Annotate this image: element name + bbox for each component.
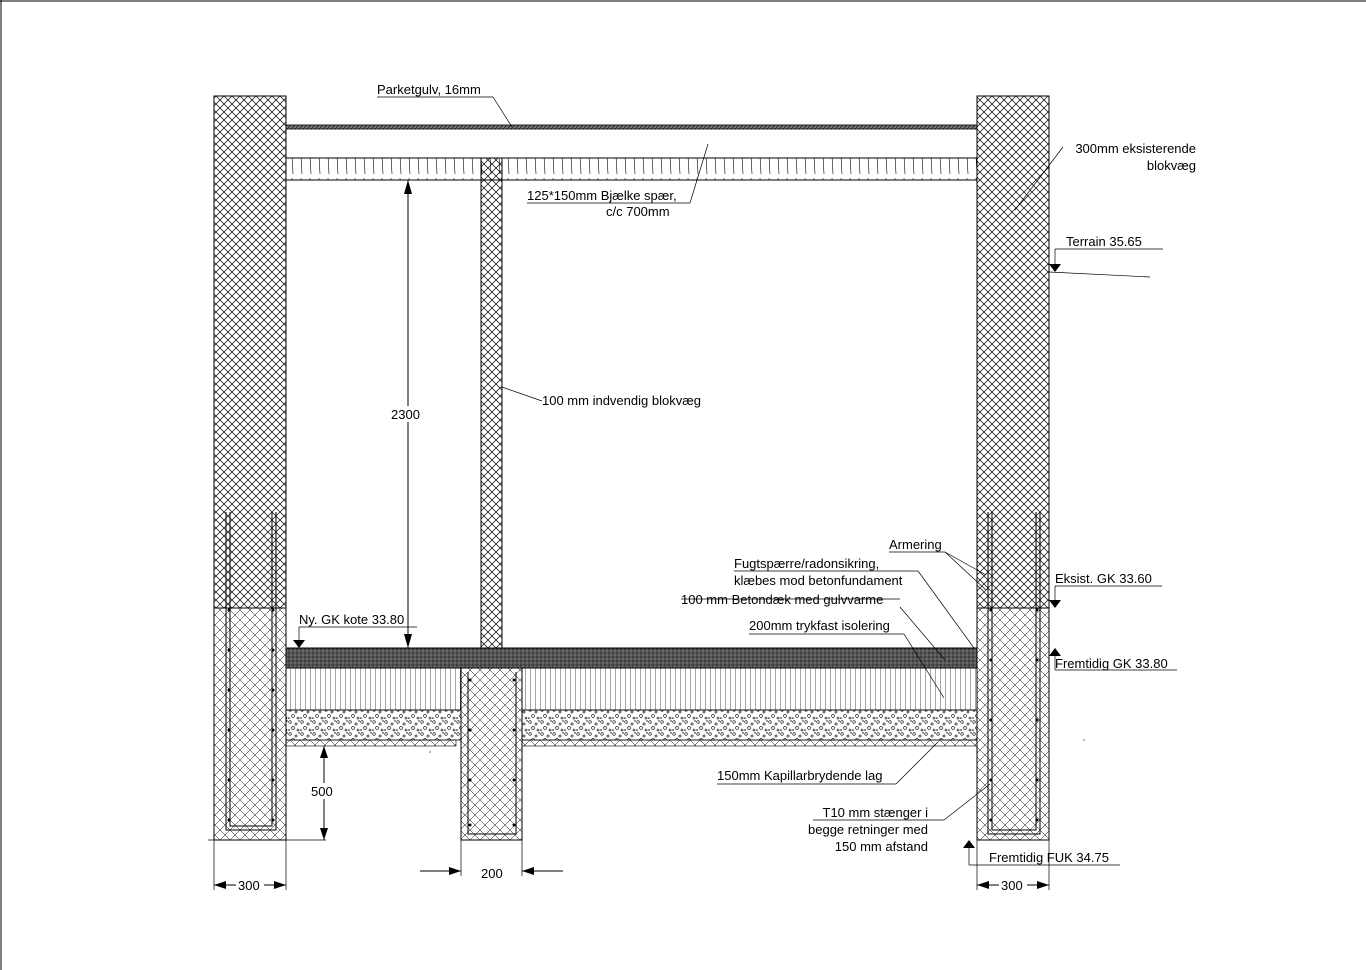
labels-kapillar: 150mm Kapillarbrydende lag: [717, 768, 882, 783]
inner-width-label: 200: [481, 866, 503, 881]
height-dimension-label: 2300: [391, 407, 420, 422]
moisture-barrier-annotation: Fugtspærre/radonsikring, klæbes mod beto…: [734, 556, 975, 649]
labels-betondaek: 100 mm Betondæk med gulvvarme: [681, 592, 883, 607]
depth-dimension-label: 500: [311, 784, 333, 799]
labels-eksist-gk: Eksist. GK 33.60: [1055, 571, 1152, 586]
labels-ny-gk: Ny. GK kote 33.80: [299, 612, 404, 627]
left-wall-dimension: 300: [213, 840, 287, 893]
labels-ext-wall-line2: blokvæg: [1147, 158, 1196, 173]
labels-isolering: 200mm trykfast isolering: [749, 618, 890, 633]
right-block-wall: [976, 95, 1050, 841]
labels-parket: Parketgulv, 16mm: [377, 82, 481, 97]
concrete-slab-annotation: 100 mm Betondæk med gulvvarme: [681, 592, 946, 661]
capillary-gravel-layer: [285, 709, 978, 747]
concrete-slab: [285, 647, 978, 669]
beam-annotation: 125*150mm Bjælke spær, c/c 700mm: [527, 143, 709, 219]
future-fuk-annotation: Fremtidig FUK 34.75: [963, 840, 1120, 866]
labels-stang-line3: 150 mm afstand: [835, 839, 928, 854]
insulation-annotation: 200mm trykfast isolering: [749, 618, 945, 699]
labels-beam-line2: c/c 700mm: [606, 204, 670, 219]
labels-stang-line2: begge retninger med: [808, 822, 928, 837]
right-wall-dim-label: 300: [1001, 878, 1023, 893]
depth-dimension: 500: [310, 746, 338, 840]
capillary-annotation: 150mm Kapillarbrydende lag: [717, 741, 939, 785]
labels-ext-wall-line1: 300mm eksisterende: [1075, 141, 1196, 156]
parquet-floor: [285, 124, 978, 130]
beam-layer: [285, 157, 978, 181]
labels-stang-line1: T10 mm stænger i: [823, 805, 929, 820]
labels-fremtidig-gk: Fremtidig GK 33.80: [1055, 656, 1168, 671]
new-grade-annotation: Ny. GK kote 33.80: [293, 612, 417, 648]
terrain-annotation: Terrain 35.65: [1049, 234, 1163, 272]
parket-annotation: Parketgulv, 16mm: [377, 82, 513, 128]
inner-wall-annotation: 100 mm indvendig blokvæg: [501, 386, 701, 408]
left-block-wall: [213, 95, 287, 841]
inner-width-dimension: 200: [420, 840, 563, 881]
inner-block-wall: [480, 157, 503, 649]
labels-beam-line1: 125*150mm Bjælke spær,: [527, 188, 677, 203]
labels-fugt-line2: klæbes mod betonfundament: [734, 573, 903, 588]
right-wall-dimension: 300: [976, 840, 1050, 893]
insulation-layer: [285, 667, 978, 711]
labels-fuk: Fremtidig FUK 34.75: [989, 850, 1109, 865]
labels-terrain: Terrain 35.65: [1066, 234, 1142, 249]
labels-inner-wall: 100 mm indvendig blokvæg: [542, 393, 701, 408]
labels-armering: Armering: [889, 537, 942, 552]
rebar-annotation: T10 mm stænger i begge retninger med 150…: [808, 783, 991, 854]
armering-annotation: Armering: [889, 537, 987, 591]
left-wall-dim-label: 300: [238, 878, 260, 893]
middle-foundation: [460, 667, 523, 841]
existing-wall-annotation: 300mm eksisterende blokvæg: [1014, 141, 1196, 211]
future-grade-annotation: Fremtidig GK 33.80: [1049, 648, 1177, 671]
height-dimension: 2300: [390, 180, 424, 648]
labels-fugt-line1: Fugtspærre/radonsikring,: [734, 556, 879, 571]
existing-grade-annotation: Eksist. GK 33.60: [1049, 571, 1162, 608]
